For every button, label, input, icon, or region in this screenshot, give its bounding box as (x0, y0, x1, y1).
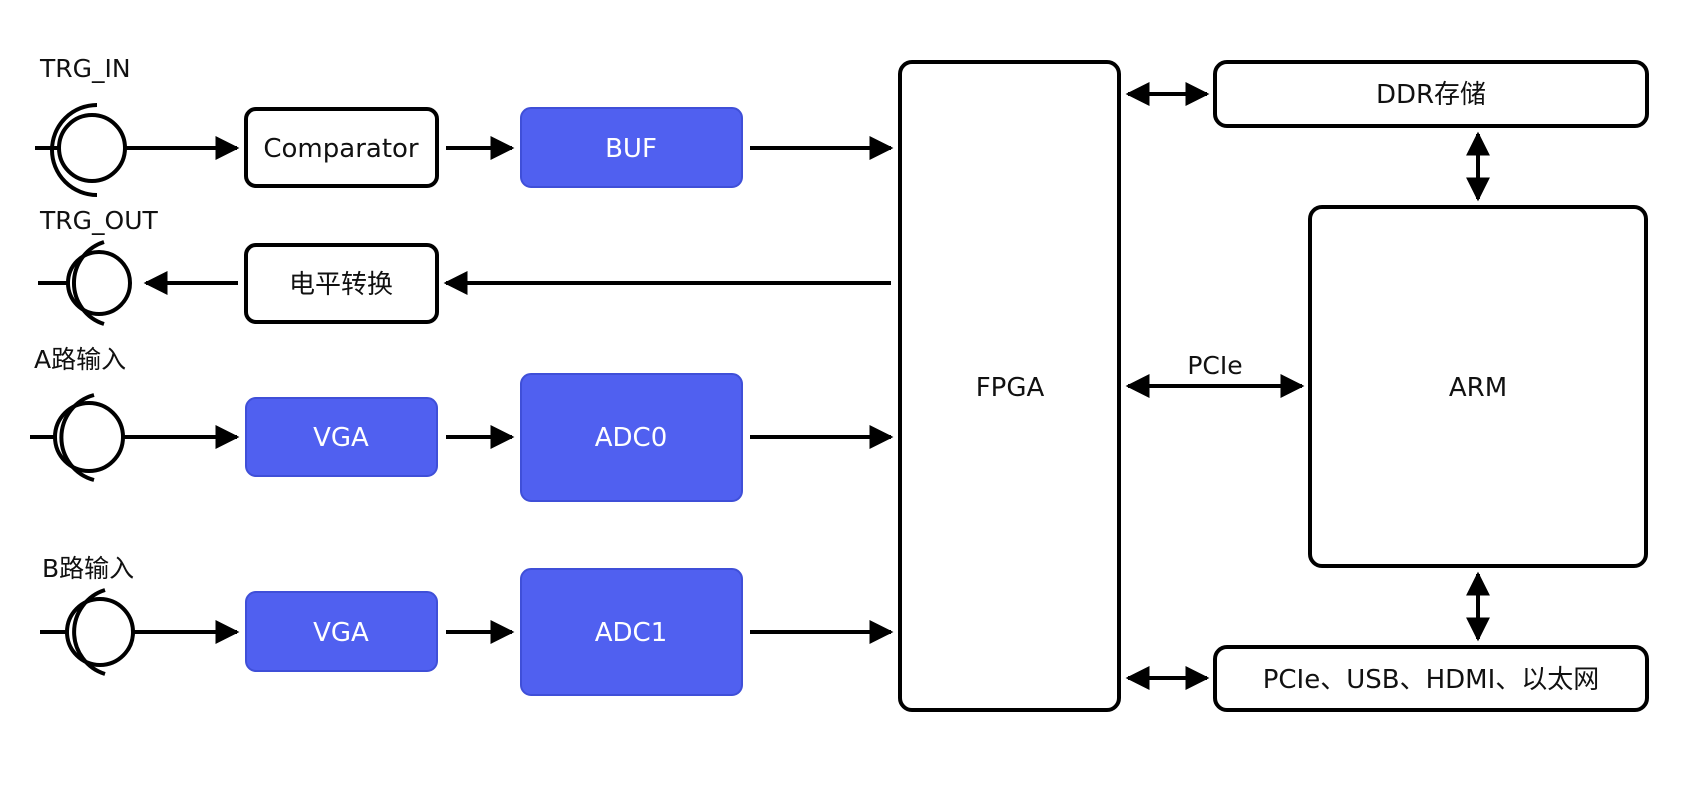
vga-b-label: VGA (313, 618, 369, 648)
interfaces-label: PCIe、USB、HDMI、以太网 (1263, 665, 1600, 695)
adc0-label: ADC0 (595, 423, 668, 453)
buf-block: BUF (520, 107, 743, 188)
a-input-label: A路输入 (34, 345, 126, 374)
adc0-block: ADC0 (520, 373, 743, 502)
trg-in-label: TRG_IN (39, 54, 131, 83)
trg-out-label: TRG_OUT (39, 206, 158, 235)
buf-label: BUF (605, 134, 657, 164)
vga-b-block: VGA (245, 591, 438, 672)
pcie-link-label: PCIe (1187, 351, 1242, 380)
ddr-label: DDR存储 (1376, 80, 1486, 110)
trg-out-connector-icon (38, 240, 132, 326)
adc1-block: ADC1 (520, 568, 743, 696)
trg-in-connector-icon (35, 103, 127, 197)
vga-a-label: VGA (313, 423, 369, 453)
level-shift-label: 电平转换 (289, 270, 393, 300)
b-input-label: B路输入 (42, 554, 134, 583)
arm-block: ARM (1308, 205, 1648, 568)
a-input-connector-icon (30, 393, 125, 482)
adc1-label: ADC1 (595, 618, 668, 648)
comparator-block: Comparator (244, 107, 439, 188)
fpga-block: FPGA (898, 60, 1121, 712)
vga-a-block: VGA (245, 397, 438, 477)
b-input-connector-icon (40, 588, 135, 676)
comparator-label: Comparator (263, 134, 419, 164)
arm-label: ARM (1449, 373, 1507, 403)
level-shift-block: 电平转换 (244, 243, 439, 324)
interfaces-block: PCIe、USB、HDMI、以太网 (1213, 645, 1649, 712)
ddr-block: DDR存储 (1213, 60, 1649, 128)
fpga-label: FPGA (976, 373, 1045, 403)
